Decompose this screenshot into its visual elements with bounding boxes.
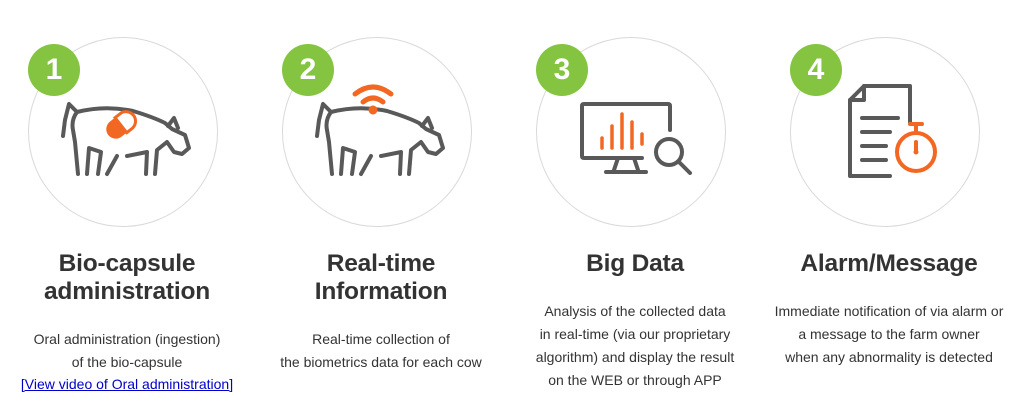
step-title: Real-time Information bbox=[254, 250, 508, 306]
description-line: algorithm) and display the result bbox=[535, 349, 735, 365]
step-1: 1 Bio-capsule administration Oral admini… bbox=[0, 0, 254, 415]
description-line: a message to the farm owner bbox=[798, 326, 980, 342]
step-title-line: Information bbox=[314, 278, 448, 305]
cow-wireless-icon bbox=[315, 84, 445, 176]
step-title-line: administration bbox=[44, 278, 210, 305]
step-description: Analysis of the collected data in real-t… bbox=[508, 300, 762, 392]
monitor-chart-search-icon bbox=[580, 102, 692, 175]
step-3: 3 Big Data Analysis of the collected dat… bbox=[508, 0, 762, 415]
description-line: when any abnormality is detected bbox=[785, 349, 993, 365]
description-line: in real-time (via our proprietary bbox=[539, 326, 731, 342]
step-description: Immediate notification of via alarm or a… bbox=[762, 300, 1016, 369]
step-number-badge: 3 bbox=[536, 44, 588, 96]
description-line: Analysis of the collected data bbox=[544, 303, 726, 319]
step-description: Oral administration (ingestion) of the b… bbox=[0, 328, 254, 374]
step-title-line: Alarm/Message bbox=[800, 250, 978, 277]
description-line: the biometrics data for each cow bbox=[280, 354, 482, 370]
step-4: 4 Alarm/Message Immediate notification o… bbox=[762, 0, 1016, 415]
step-title-line: Big Data bbox=[586, 250, 684, 277]
description-line: Real-time collection of bbox=[312, 331, 450, 347]
step-number-badge: 2 bbox=[282, 44, 334, 96]
step-number-badge: 1 bbox=[28, 44, 80, 96]
step-number-badge: 4 bbox=[790, 44, 842, 96]
step-description: Real-time collection of the biometrics d… bbox=[254, 328, 508, 374]
step-title: Alarm/Message bbox=[762, 250, 1016, 278]
step-2: 2 Real-time Information Real-time collec… bbox=[254, 0, 508, 415]
step-title-line: Bio-capsule bbox=[58, 250, 196, 277]
step-title: Big Data bbox=[508, 250, 762, 278]
description-line: on the WEB or through APP bbox=[548, 372, 722, 388]
cow-capsule-icon bbox=[61, 102, 191, 176]
step-title: Bio-capsule administration bbox=[0, 250, 254, 306]
description-line: Immediate notification of via alarm or bbox=[774, 303, 1004, 319]
document-timer-icon bbox=[848, 84, 937, 178]
step-title-line: Real-time bbox=[326, 250, 436, 277]
description-line: of the bio-capsule bbox=[71, 354, 183, 370]
view-video-link[interactable]: [View video of Oral administration] bbox=[20, 376, 234, 392]
description-line: Oral administration (ingestion) bbox=[33, 331, 221, 347]
